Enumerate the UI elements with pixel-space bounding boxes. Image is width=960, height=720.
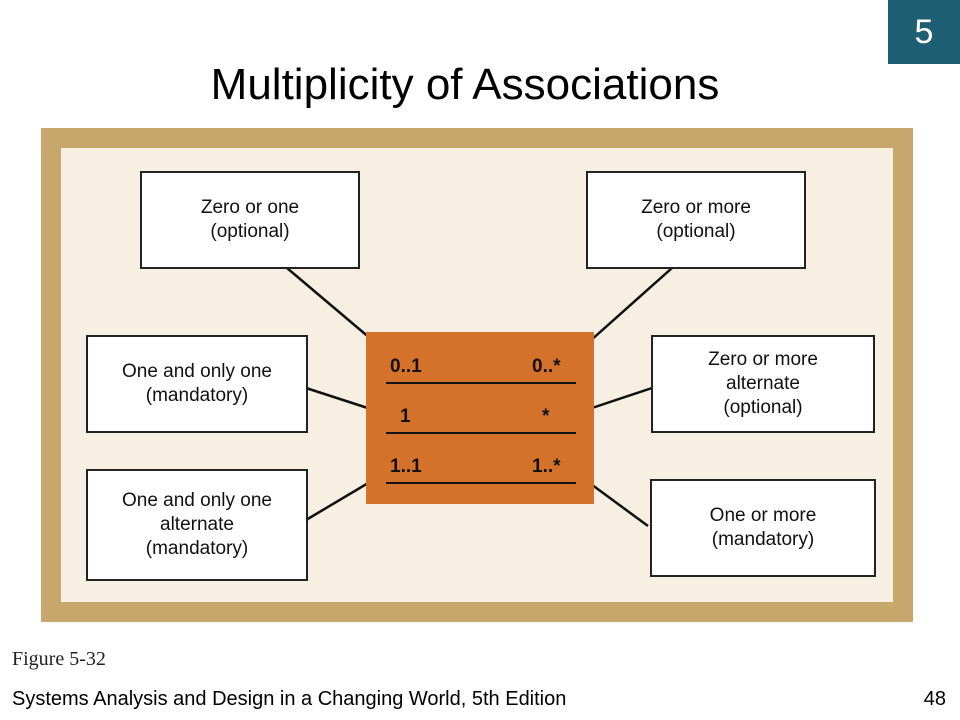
multiplicity-1..star: 1..* [532, 456, 561, 477]
box-line: Zero or one [200, 197, 300, 218]
multiplicity-1: 1 [400, 406, 411, 427]
chapter-badge: 5 [888, 0, 960, 64]
footer-text: Systems Analysis and Design in a Changin… [12, 688, 567, 710]
multiplicity-0..1: 0..1 [390, 356, 422, 377]
box-line: Zero or more [641, 197, 751, 218]
box-line: (mandatory) [145, 385, 249, 406]
association-line [386, 382, 576, 384]
box-line: One and only one [121, 361, 272, 382]
page-number: 48 [923, 688, 946, 710]
box-line: (optional) [723, 397, 803, 418]
box-one-and-only-one-alternate: One and only one alternate (mandatory) [86, 469, 308, 581]
multiplicity-0..star: 0..* [532, 356, 561, 377]
multiplicity-1..1: 1..1 [390, 456, 422, 477]
box-line: One and only one [121, 490, 272, 511]
box-line: Zero or more [708, 349, 818, 370]
box-one-and-only-one: One and only one (mandatory) [86, 335, 308, 433]
multiplicity-panel: 0..1 0..* 1 * 1..1 1..* [366, 332, 594, 504]
box-line: alternate [160, 514, 234, 535]
association-line [386, 482, 576, 484]
box-line: (mandatory) [145, 538, 249, 559]
box-zero-or-more: Zero or more (optional) [586, 171, 806, 269]
box-zero-or-one: Zero or one (optional) [140, 171, 360, 269]
association-line [386, 432, 576, 434]
box-line: One or more [709, 505, 817, 526]
multiplicity-star: * [542, 406, 550, 427]
figure-label: Figure 5-32 [12, 648, 106, 670]
connector-zero-or-more [579, 267, 673, 351]
slide-title: Multiplicity of Associations [210, 60, 720, 109]
box-one-or-more: One or more (mandatory) [650, 479, 876, 577]
box-line: alternate [726, 373, 800, 394]
box-zero-or-more-alternate: Zero or more alternate (optional) [651, 335, 875, 433]
box-line: (mandatory) [711, 529, 815, 550]
box-line: (optional) [210, 221, 290, 242]
box-line: (optional) [656, 221, 736, 242]
